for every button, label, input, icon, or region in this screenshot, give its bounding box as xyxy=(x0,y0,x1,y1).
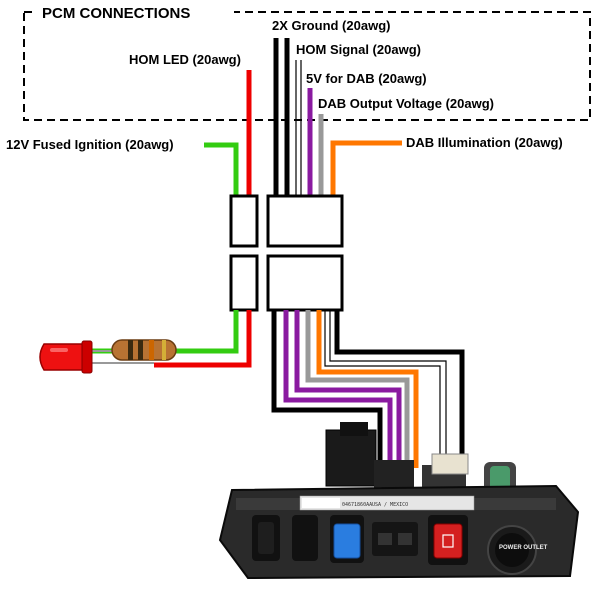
resistor-band-1 xyxy=(128,340,133,360)
origin-text: USA / MEXICO xyxy=(372,502,408,508)
dab-illumination-wire-lower xyxy=(316,310,419,468)
panel-label-strip xyxy=(299,495,475,511)
white-connector xyxy=(431,453,469,475)
rocker-switch-slot xyxy=(372,522,418,556)
pcm-connections-title: PCM CONNECTIONS xyxy=(42,5,190,22)
ground-wire-1-lower xyxy=(271,310,383,468)
large-lower-connector xyxy=(266,254,344,312)
large-upper-connector xyxy=(266,194,344,248)
outlet-green-part xyxy=(490,466,510,492)
barcode-area xyxy=(302,498,340,508)
ground-wire-2-lower xyxy=(334,310,465,456)
dab-5v-wire-lower xyxy=(283,310,393,468)
12v-fused-ignition-label: 12V Fused Ignition (20awg) xyxy=(6,137,174,152)
power-outlet-socket xyxy=(495,533,529,567)
resistor-band-2 xyxy=(138,340,143,360)
rocker-left xyxy=(378,533,392,545)
second-switch-slot xyxy=(292,515,318,561)
fuel-door-icon xyxy=(442,534,454,548)
resistor xyxy=(111,339,177,361)
dab-illumination-label: DAB Illumination (20awg) xyxy=(406,135,563,150)
blue-button xyxy=(333,523,361,559)
hom-led-label: HOM LED (20awg) xyxy=(129,52,241,67)
led-highlight xyxy=(50,348,68,352)
hom-signal-wire-lower-a xyxy=(324,310,441,456)
rear-connector-1-latch xyxy=(340,422,368,436)
lower-wires xyxy=(90,310,465,468)
dab-5v-wire-lower-2 xyxy=(294,310,402,468)
led xyxy=(39,340,154,374)
resistor-body xyxy=(111,339,177,361)
dab-output-wire-lower xyxy=(305,310,410,468)
upper-wires xyxy=(204,38,402,196)
led-rim xyxy=(81,340,93,374)
rear-connector-2 xyxy=(374,460,414,490)
dab-5v-label: 5V for DAB (20awg) xyxy=(306,71,427,86)
left-switch-blank xyxy=(258,522,274,554)
ground-label: 2X Ground (20awg) xyxy=(272,18,390,33)
ignition-wire-upper xyxy=(204,142,239,196)
rocker-right xyxy=(398,533,412,545)
resistor-band-4 xyxy=(162,340,166,360)
power-outlet-label: POWER OUTLET xyxy=(499,545,548,551)
small-lower-connector xyxy=(229,254,259,312)
hom-signal-label: HOM Signal (20awg) xyxy=(296,42,421,57)
hom-signal-wire-lower-b xyxy=(329,310,447,456)
pcm-connections-box xyxy=(23,11,591,121)
title-background xyxy=(36,2,234,22)
hom-led-wire-lower xyxy=(154,310,252,368)
led-bulb xyxy=(39,343,85,371)
switch-panel: 04671860AA USA / MEXICO POWER OUTLET xyxy=(218,422,580,580)
dab-output-voltage-label: DAB Output Voltage (20awg) xyxy=(318,96,494,111)
red-button xyxy=(433,523,463,559)
dab-illumination-wire-upper xyxy=(330,140,402,196)
connectors xyxy=(229,194,344,312)
resistor-band-3 xyxy=(149,340,154,360)
part-number-text: 04671860AA xyxy=(342,502,372,508)
rear-connector-1 xyxy=(325,429,377,487)
small-upper-connector xyxy=(229,194,259,248)
